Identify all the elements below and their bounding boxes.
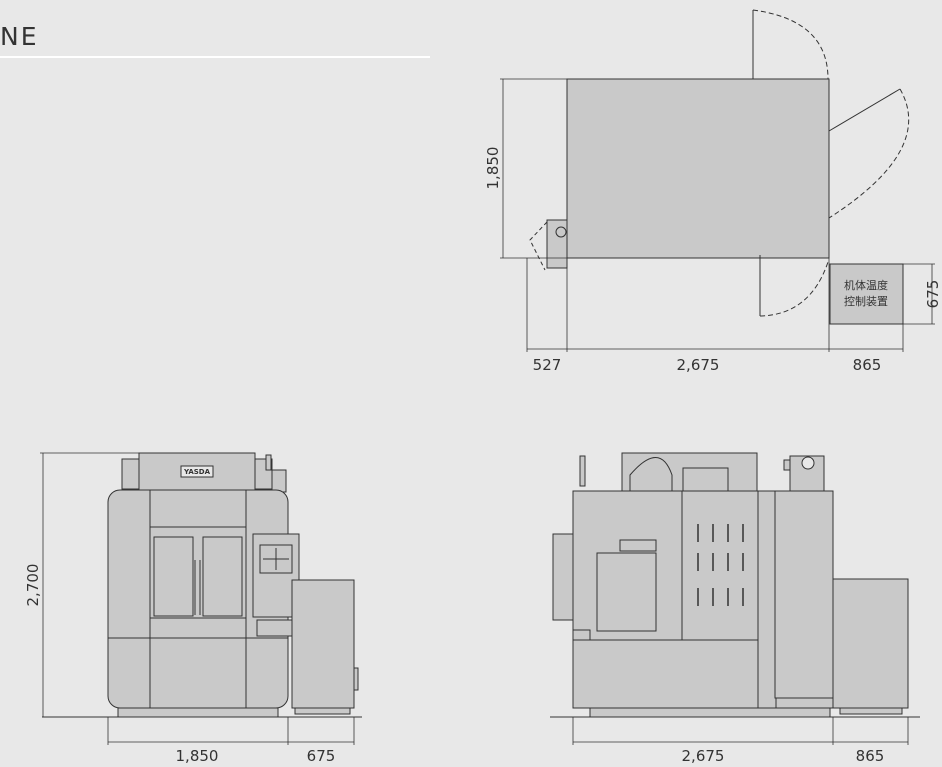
plan-controller-label-1: 机体温度: [844, 278, 888, 292]
front-width-dim: 1,850: [176, 747, 219, 765]
front-controller-box: [291, 579, 355, 709]
front-window-right: [202, 536, 243, 617]
plan-length-dim: 2,675: [677, 356, 720, 374]
plan-panel-swing: [529, 221, 548, 271]
plan-operator-panel: [546, 219, 568, 269]
front-brand-label: YASDA: [183, 468, 211, 476]
page-title: NE: [0, 22, 39, 51]
title-underline: [0, 56, 430, 58]
plan-right-door-arc: [828, 88, 910, 219]
plan-controller-width-dim: 865: [853, 356, 882, 374]
side-vents: [697, 524, 744, 606]
front-side-dim: 675: [307, 747, 336, 765]
side-length-dim: 2,675: [682, 747, 725, 765]
plan-right-door: [828, 88, 901, 132]
plan-top-door-arc: [752, 9, 829, 80]
front-height-dim: 2,700: [24, 564, 42, 607]
plan-controller-box: [829, 263, 904, 325]
side-cover-window: [596, 552, 657, 632]
plan-width-dim: 1,850: [484, 147, 502, 190]
plan-left-offset-dim: 527: [533, 356, 562, 374]
plan-bottom-door-arc: [759, 261, 829, 317]
front-window-left: [153, 536, 194, 617]
side-side-dim: 865: [856, 747, 885, 765]
side-view: [550, 452, 920, 745]
plan-view: [500, 9, 935, 352]
side-controller-box: [832, 578, 909, 709]
front-view: [40, 452, 362, 745]
plan-machine-footprint: [566, 78, 830, 259]
plan-controller-label-2: 控制装置: [844, 294, 888, 308]
plan-panel-knob: [555, 226, 567, 238]
plan-controller-depth-dim: 675: [924, 280, 942, 309]
front-brand-plate: [180, 465, 214, 478]
